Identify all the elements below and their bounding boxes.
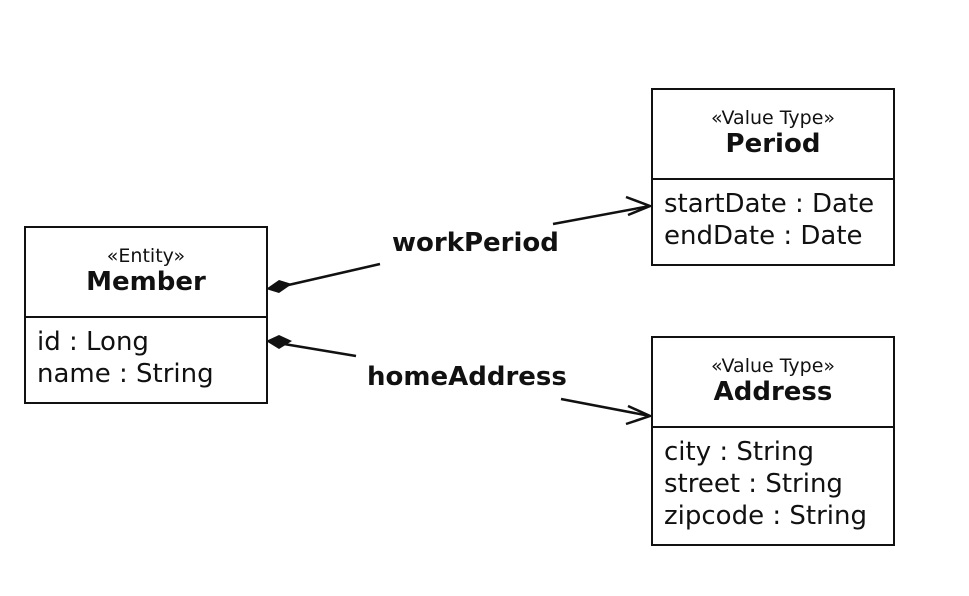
home-address-arrowhead	[625, 404, 654, 426]
period-stereotype: «Value Type»	[710, 107, 836, 129]
period-class-header: «Value Type» Period	[653, 90, 893, 180]
member-class: «Entity» Member id : Long name : String	[24, 226, 268, 404]
period-attribute-end-date: endDate : Date	[664, 221, 863, 251]
period-attributes: startDate : Date endDate : Date	[653, 180, 893, 252]
member-class-header: «Entity» Member	[26, 228, 266, 318]
member-attribute-id: id : Long	[37, 327, 149, 357]
home-address-label: homeAddress	[363, 362, 571, 392]
member-stereotype: «Entity»	[106, 245, 186, 267]
home-address-line-right	[560, 397, 651, 418]
address-attribute-city: city : String	[664, 437, 814, 467]
work-period-arrowhead	[625, 195, 654, 217]
work-period-composition-diamond	[266, 280, 292, 293]
address-attributes: city : String street : String zipcode : …	[653, 428, 893, 532]
address-attribute-zipcode: zipcode : String	[664, 501, 867, 531]
period-attribute-start-date: startDate : Date	[664, 189, 875, 219]
member-attribute-name: name : String	[37, 359, 214, 389]
home-address-line-left	[283, 342, 357, 358]
address-attribute-street: street : String	[664, 469, 843, 499]
address-class: «Value Type» Address city : String stree…	[651, 336, 895, 546]
work-period-line-left	[283, 262, 381, 288]
address-class-name: Address	[713, 377, 833, 407]
period-class: «Value Type» Period startDate : Date end…	[651, 88, 895, 266]
work-period-label: workPeriod	[388, 228, 563, 258]
address-stereotype: «Value Type»	[710, 355, 836, 377]
home-address-composition-diamond	[266, 335, 292, 349]
member-class-name: Member	[86, 267, 206, 297]
period-class-name: Period	[725, 129, 821, 159]
work-period-line-right	[552, 204, 651, 226]
address-class-header: «Value Type» Address	[653, 338, 893, 428]
member-attributes: id : Long name : String	[26, 318, 266, 390]
